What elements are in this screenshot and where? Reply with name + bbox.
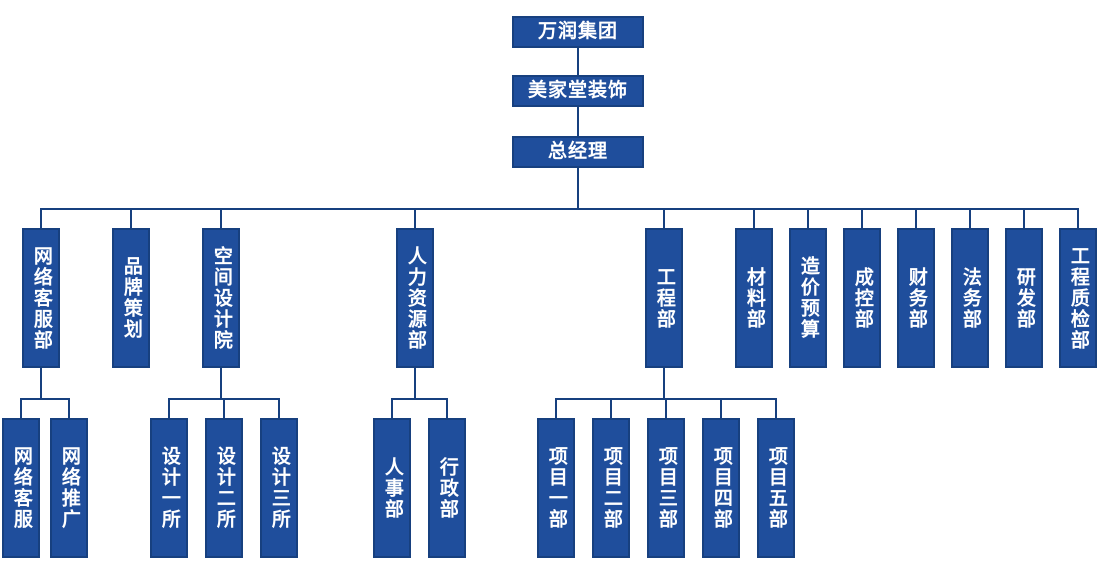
connector-d-eng [663, 368, 665, 398]
node-legal[interactable]: 法务部 [951, 228, 989, 368]
connector-t-cost-budget [807, 208, 809, 228]
connector-u-personnel [391, 398, 393, 418]
node-project-2[interactable]: 项目二部 [592, 418, 630, 558]
connector-c-gm-drop [577, 168, 579, 208]
node-group[interactable]: 万润集团 [512, 16, 644, 48]
node-gm[interactable]: 总经理 [512, 136, 644, 168]
node-personnel[interactable]: 人事部 [373, 418, 411, 558]
node-project-3[interactable]: 项目三部 [647, 418, 685, 558]
node-net-cs[interactable]: 网络客服 [2, 418, 40, 558]
connector-t-net-service [40, 208, 42, 228]
node-engineering[interactable]: 工程部 [645, 228, 683, 368]
connector-t-rnd [1023, 208, 1025, 228]
node-material[interactable]: 材料部 [735, 228, 773, 368]
connector-u-project-1 [555, 398, 557, 418]
node-design-2[interactable]: 设计二所 [205, 418, 243, 558]
node-net-service[interactable]: 网络客服部 [22, 228, 60, 368]
node-brand-plan[interactable]: 品牌策划 [112, 228, 150, 368]
connector-t-engineering [663, 208, 665, 228]
node-project-4[interactable]: 项目四部 [702, 418, 740, 558]
connector-d-hr [414, 368, 416, 398]
connector-c-brand-gm [577, 107, 579, 136]
node-cost-control[interactable]: 成控部 [843, 228, 881, 368]
node-space-design[interactable]: 空间设计院 [202, 228, 240, 368]
connector-u-project-3 [665, 398, 667, 418]
connector-t-brand-plan [130, 208, 132, 228]
node-finance[interactable]: 财务部 [897, 228, 935, 368]
node-net-promo[interactable]: 网络推广 [50, 418, 88, 558]
connector-d-space [220, 368, 222, 398]
connector-t-finance [915, 208, 917, 228]
node-cost-budget[interactable]: 造价预算 [789, 228, 827, 368]
connector-t-space-design [220, 208, 222, 228]
node-project-5[interactable]: 项目五部 [757, 418, 795, 558]
connector-d-net-service [40, 368, 42, 398]
connector-t-cost-control [861, 208, 863, 228]
node-brand[interactable]: 美家堂装饰 [512, 75, 644, 107]
connector-t-quality [1077, 208, 1079, 228]
connector-u-admin [446, 398, 448, 418]
connector-u-design-1 [168, 398, 170, 418]
node-admin[interactable]: 行政部 [428, 418, 466, 558]
connector-u-project-2 [610, 398, 612, 418]
connector-b-net [20, 398, 70, 400]
connector-u-design-3 [278, 398, 280, 418]
connector-u-net-promo [68, 398, 70, 418]
connector-t-legal [969, 208, 971, 228]
node-design-1[interactable]: 设计一所 [150, 418, 188, 558]
connector-u-net-cs [20, 398, 22, 418]
node-hr[interactable]: 人力资源部 [396, 228, 434, 368]
connector-u-project-5 [775, 398, 777, 418]
connector-u-design-2 [223, 398, 225, 418]
connector-t-hr [414, 208, 416, 228]
connector-b-hr [391, 398, 447, 400]
node-design-3[interactable]: 设计三所 [260, 418, 298, 558]
node-project-1[interactable]: 项目一部 [537, 418, 575, 558]
connector-t-material [753, 208, 755, 228]
node-quality[interactable]: 工程质检部 [1059, 228, 1097, 368]
connector-c-l2-bus [40, 208, 1078, 210]
node-rnd[interactable]: 研发部 [1005, 228, 1043, 368]
connector-c-group-brand [577, 48, 579, 75]
connector-u-project-4 [720, 398, 722, 418]
